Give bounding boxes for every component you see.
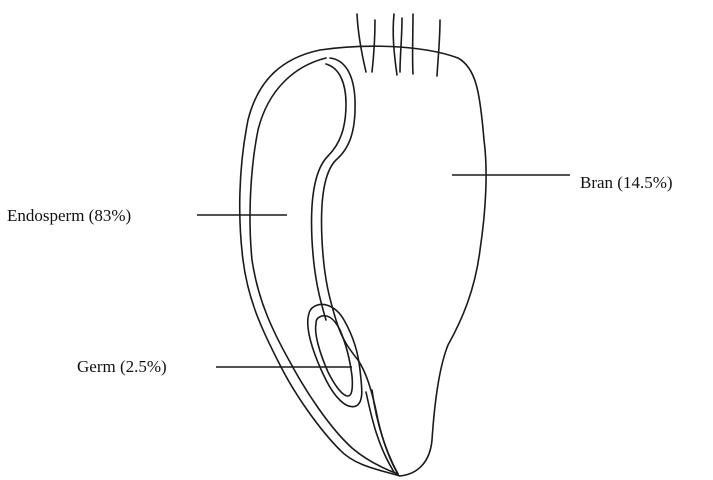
germ-label: Germ (2.5%) bbox=[77, 357, 167, 376]
crease-line bbox=[312, 64, 346, 320]
endosperm-label: Endosperm (83%) bbox=[7, 206, 131, 225]
bran-label: Bran (14.5%) bbox=[580, 173, 673, 192]
germ-inner-outline bbox=[316, 316, 353, 396]
endosperm-inner-outline bbox=[322, 58, 398, 474]
kernel-outer-outline bbox=[240, 46, 486, 476]
brush-hairs bbox=[357, 14, 440, 76]
